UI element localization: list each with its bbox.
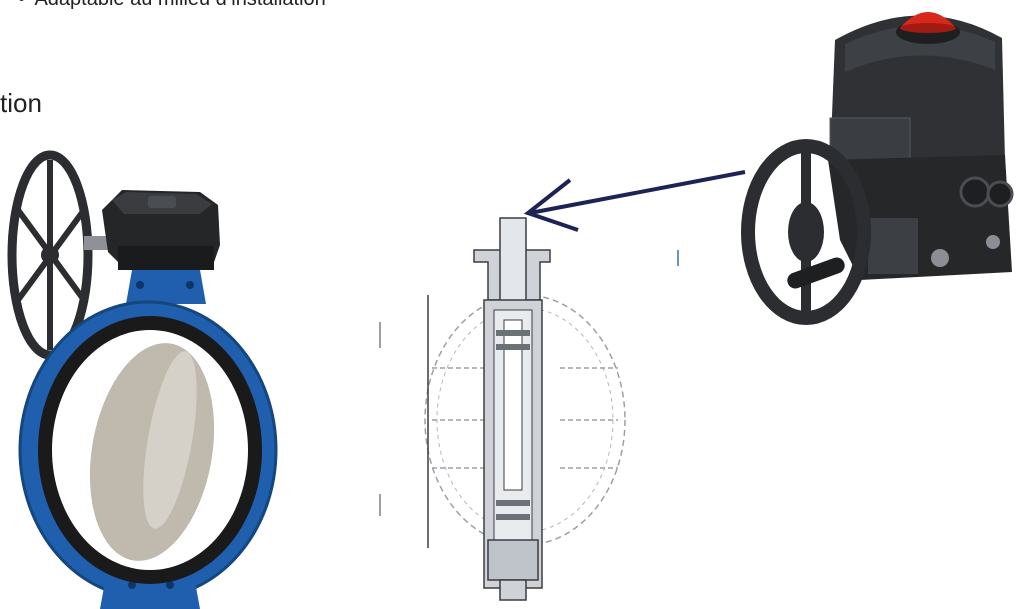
bullet-icon: • [18,0,30,11]
bullet-item: • Adaptable au milieu d’installation [18,0,326,11]
electric-actuator-image [741,12,1014,325]
valve-handwheel [7,150,93,360]
section-heading: tion [0,88,42,118]
valve-gearbox [102,190,220,270]
arrow-left-icon [523,170,746,232]
bullet-text: Adaptable au milieu d’installation [34,0,325,10]
valve-cross-section-drawing [379,217,679,601]
butterfly-valve-image [7,150,278,609]
position-indicator [896,12,960,44]
valve-disc [89,343,215,561]
actuator-handwheel [741,139,871,325]
